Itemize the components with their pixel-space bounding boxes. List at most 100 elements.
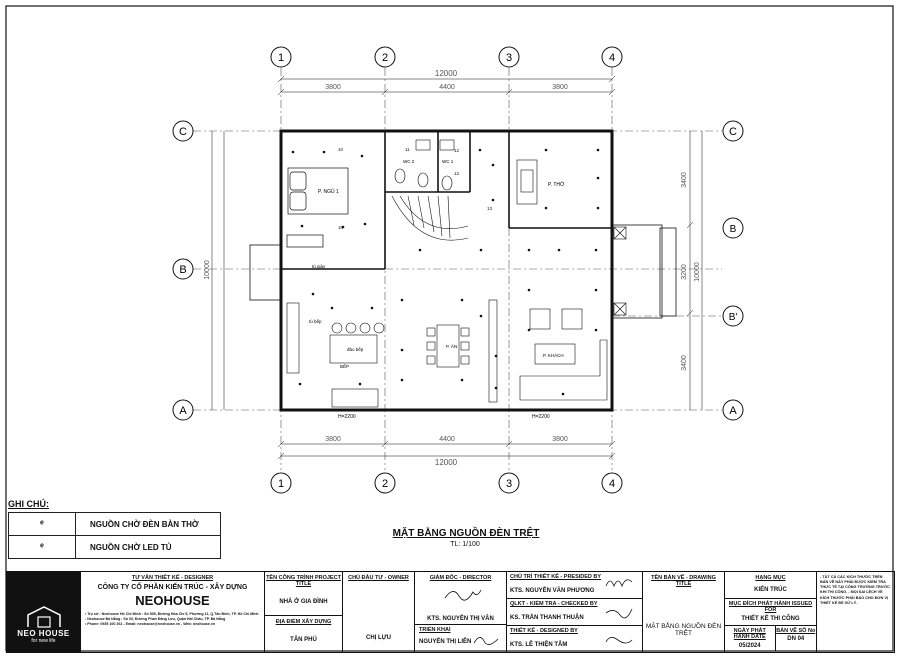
director-signature-icon: [444, 589, 482, 601]
owner-value: CHỊ LỰU: [366, 635, 391, 641]
company-name: CÔNG TY CỔ PHẦN KIẾN TRÚC - XÂY DỰNG: [97, 584, 248, 591]
grid-label-c-right: C: [729, 126, 737, 138]
project-label: TÊN CÔNG TRÌNH PROJECT TITLE: [266, 575, 341, 587]
drawing-title-label: TÊN BẢN VẼ - DRAWING TITLE: [651, 575, 716, 587]
signatures-cell: CHỦ TRÌ THIẾT KẾ - PRESIDED BY KTS. NGUY…: [507, 572, 643, 652]
issue-cell: HẠNG MỤC KIẾN TRÚC MỤC ĐÍCH PHÁT HÀNH IS…: [725, 572, 817, 652]
room-bedroom-1: P. NGỦ 1: [318, 188, 339, 195]
issued-value: THIẾT KẾ THI CÔNG: [741, 616, 800, 622]
altar-light-icon: ᵉ: [9, 513, 76, 535]
room-wc2: WC 2: [403, 159, 415, 164]
manager-label: TRIỂN KHAI: [419, 627, 451, 633]
bed: [286, 167, 349, 248]
room-worship: P. THỜ: [548, 181, 565, 188]
svg-text:12: 12: [454, 148, 460, 153]
dining-table: [426, 299, 498, 403]
kitchen-island-label: đảo bếp: [347, 347, 364, 352]
living-height-note: H=2200: [532, 414, 550, 420]
porch: [249, 224, 677, 319]
date-label: NGÀY PHÁT HÀNH DATE: [733, 628, 766, 640]
designed-signature-icon: [605, 637, 633, 644]
sheet-frame: [5, 5, 894, 652]
kitchen-height-note: H=2200: [338, 414, 356, 420]
sheet-label: BẢN VẼ SỐ No: [776, 628, 816, 634]
date-value: 05/2024: [738, 643, 761, 649]
company-address-2: - Neohouse Đà Nẵng : Số 03, Đường Phan Đ…: [85, 617, 226, 621]
dim-top-seg-1: 3800: [325, 84, 341, 91]
altar: [516, 159, 538, 205]
dim-top-total: 12000: [435, 69, 458, 78]
grid-label-3-bottom: 3: [506, 478, 512, 490]
porch-columns: [613, 226, 627, 316]
designed-value: KTS. LÊ THIỆN TÂM: [510, 642, 568, 648]
dimension-lines-right: [686, 131, 703, 410]
exterior-walls: [279, 129, 614, 412]
grid-label-a-right: A: [729, 405, 737, 417]
dimension-lines-top: [277, 75, 616, 96]
stairs: [391, 195, 469, 241]
corridor-label: tủ giày: [312, 263, 326, 269]
manager-signature-icon: [473, 637, 499, 645]
presided-label: CHỦ TRÌ THIẾT KẾ - PRESIDED BY: [510, 574, 602, 580]
presided-signature-icon: [605, 579, 633, 588]
remarks-text: - TẤT CẢ CÁC KÍCH THƯỚC TRÊN BẢN VẼ NÀY …: [820, 575, 890, 605]
checked-label: QLKT - KIỂM TRA - CHECKED BY: [510, 601, 598, 607]
room-kitchen: BẾP: [340, 363, 349, 369]
plan-title: MẶT BẰNG NGUỒN ĐÈN TRỆT: [392, 528, 540, 539]
svg-text:11: 11: [405, 147, 410, 152]
grid-bubbles-left: C B A: [172, 120, 194, 421]
interior-walls: [281, 131, 612, 270]
owner-label: CHỦ ĐẦU TƯ - OWNER: [348, 575, 409, 581]
svg-text:12: 12: [454, 171, 460, 176]
grid-label-2-bottom: 2: [382, 478, 388, 490]
designer-label: TƯ VẤN THIẾT KẾ - DESIGNER: [131, 575, 214, 581]
presided-value: KTS. NGUYỄN VĂN PHƯƠNG: [510, 588, 595, 594]
grid-label-b-right: B: [730, 224, 737, 235]
notes-legend: ᵉ NGUỒN CHỜ ĐÈN BÀN THỜ ᵉ NGUỒN CHỜ LED …: [8, 512, 221, 559]
living-furniture: [519, 308, 608, 401]
designed-label: THIẾT KẾ - DESIGNED BY: [510, 628, 578, 634]
company-logo: NEO HOUSE for new life: [7, 572, 81, 652]
dim-bottom-seg-1: 3800: [325, 436, 341, 443]
location-value: TÂN PHÚ: [290, 637, 317, 643]
dim-right-total: 10000: [694, 262, 701, 282]
drawing-title-cell: TÊN BẢN VẼ - DRAWING TITLE MẶT BẰNG NGUỒ…: [643, 572, 725, 652]
wc-fixtures: [394, 139, 455, 191]
company-contact: • Phone: 0935 100 262 - Email: neohouse@…: [85, 622, 216, 626]
grid-label-c-left: C: [179, 126, 187, 138]
svg-text:10: 10: [338, 225, 344, 230]
owner-cell: CHỦ ĐẦU TƯ - OWNER CHỊ LỰU: [343, 572, 415, 652]
legend-label: NGUỒN CHỜ LED TỦ: [90, 542, 172, 552]
dim-right-seg-1: 3400: [681, 172, 688, 188]
checked-signature-icon: [605, 608, 633, 619]
project-cell: TÊN CÔNG TRÌNH PROJECT TITLE NHÀ Ở GIA Đ…: [265, 572, 343, 652]
remarks-cell: - TẤT CẢ CÁC KÍCH THƯỚC TRÊN BẢN VẼ NÀY …: [817, 572, 894, 652]
logo-slogan: for new life: [31, 638, 56, 644]
drawing-title-value: MẶT BẰNG NGUỒN ĐÈN TRỆT: [645, 623, 722, 637]
dim-right-seg-3: 3400: [681, 355, 688, 371]
svg-text:10: 10: [338, 147, 344, 152]
grid-label-a-left: A: [179, 405, 187, 417]
issued-label: MỤC ĐÍCH PHÁT HÀNH ISSUED FOR: [728, 601, 813, 613]
director-value: KTS. NGUYỄN THỊ VÂN: [427, 616, 494, 622]
grid-label-1-top: 1: [278, 52, 284, 64]
dim-bottom-seg-3: 3800: [552, 436, 568, 443]
grid-bubbles-top: 1 2 3 4: [270, 46, 623, 68]
notes-title: GHI CHÚ:: [8, 499, 49, 509]
checked-value: KS. TRẦN THANH THUẬN: [510, 615, 584, 621]
grid-bubbles-bottom: 1 2 3 4: [270, 472, 623, 494]
room-living: P. KHÁCH: [543, 352, 564, 358]
dim-right-seg-2: 3200: [681, 264, 688, 280]
logo-brand: NEO HOUSE: [17, 629, 70, 638]
grid-label-4-top: 4: [609, 52, 615, 64]
grid-label-3-top: 3: [506, 52, 512, 64]
title-block: NEO HOUSE for new life TƯ VẤN THIẾT KẾ -…: [6, 571, 895, 653]
legend-label: NGUỒN CHỜ ĐÈN BÀN THỜ: [90, 519, 199, 529]
dim-top-seg-2: 4400: [439, 84, 455, 91]
room-dining: P. ĂN: [446, 343, 457, 349]
dim-bottom-seg-2: 4400: [439, 436, 455, 443]
kitchen-fixtures: [286, 302, 385, 408]
dim-bottom-total: 12000: [435, 458, 458, 467]
